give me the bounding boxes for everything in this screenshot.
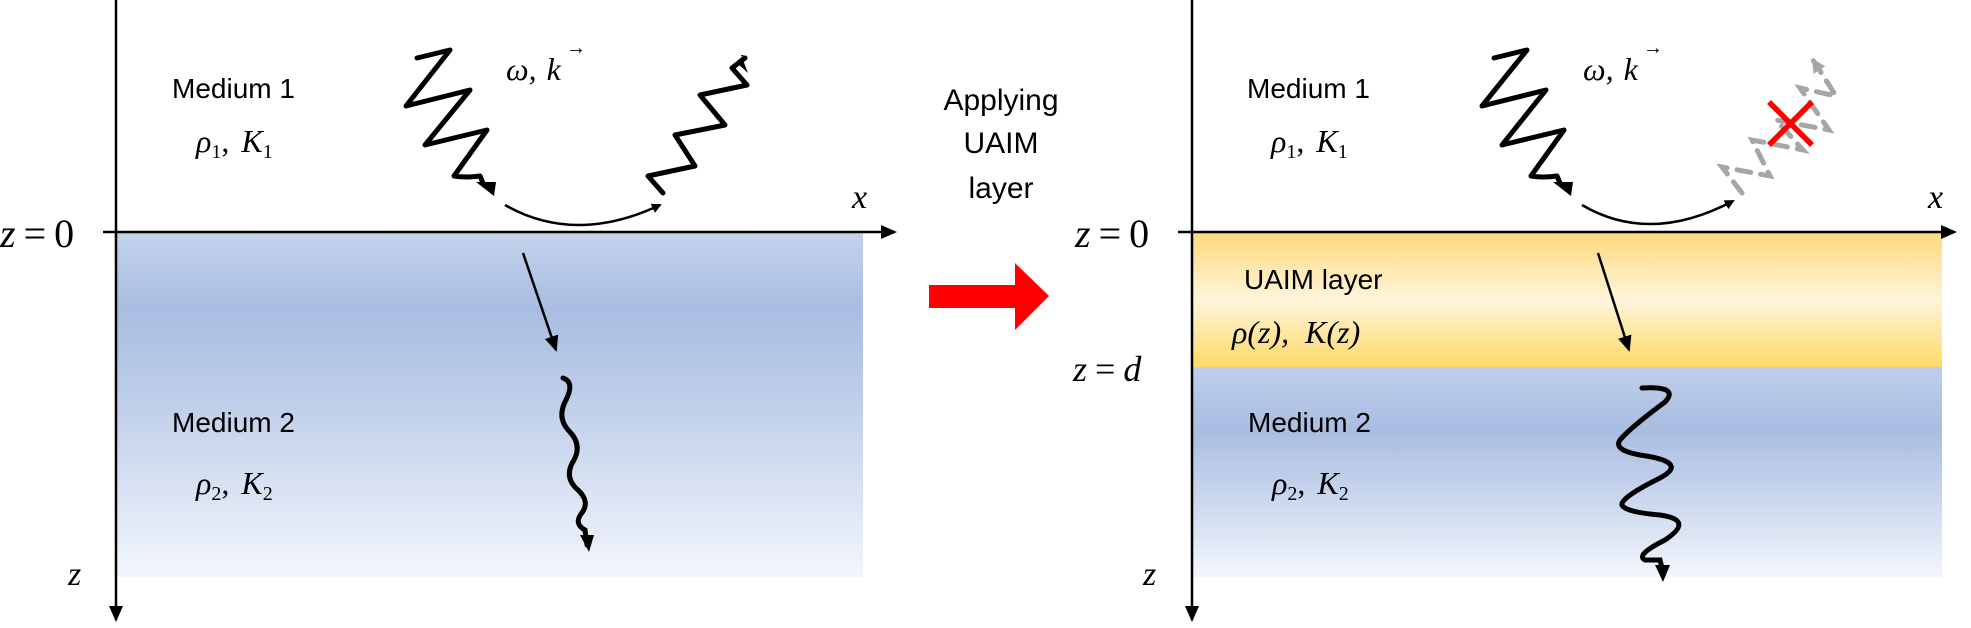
blocked-reflected-wave	[1716, 57, 1842, 196]
left-panel: z=0 x z Medium 1 ρ1,K1 Medium 2 ρ2,K2 ω,…	[0, 0, 897, 622]
transmitted-arrow	[1596, 252, 1632, 352]
uaim-layer-region	[1193, 233, 1942, 367]
uaim-layer-name: UAIM layer	[1244, 264, 1382, 295]
z-axis-label: z	[67, 556, 81, 593]
medium1-props: ρ1,K1	[195, 123, 273, 163]
uaim-layer-props: ρ(z), K(z)	[1231, 314, 1360, 350]
reflection-arc	[1581, 199, 1735, 226]
transition-line-3: layer	[968, 172, 1033, 205]
wave-label: ω,k	[1583, 51, 1639, 87]
incident-wave-arrowhead	[1553, 182, 1573, 196]
k-vector-mark: →	[1643, 37, 1663, 59]
interface-label: z=0	[1074, 211, 1149, 256]
medium2-name: Medium 2	[172, 407, 295, 438]
transition-line-1: Applying	[943, 84, 1058, 117]
transition-arrow-icon	[929, 263, 1049, 330]
transmitted-wave-arrowhead	[580, 535, 594, 552]
transition-line-2: UAIM	[964, 127, 1039, 160]
medium2-props: ρ2,K2	[1271, 465, 1349, 505]
medium2-name: Medium 2	[1248, 407, 1371, 438]
transmitted-arrow	[521, 252, 559, 352]
reflected-wave-arrowhead	[736, 55, 748, 73]
transmitted-wave	[1616, 385, 1682, 571]
medium1-name: Medium 1	[1247, 73, 1370, 104]
reflection-arc	[504, 203, 662, 227]
medium1-name: Medium 1	[172, 73, 295, 104]
x-axis-label: x	[1927, 179, 1943, 216]
reflected-wave	[645, 55, 750, 196]
medium2-props: ρ2,K2	[195, 465, 273, 505]
incident-wave	[403, 47, 490, 186]
layer-bottom-label: z=d	[1072, 349, 1142, 389]
wave-label: ω,k	[506, 51, 562, 87]
medium2-region	[1193, 367, 1942, 577]
incident-wave-arrowhead	[476, 182, 496, 196]
transmitted-wave-arrowhead	[1655, 565, 1670, 582]
transition: Applying UAIM layer	[929, 84, 1059, 330]
right-panel: z=0 z=d x z Medium 1 ρ1,K1 UAIM layer ρ(…	[1072, 0, 1957, 622]
transmitted-wave	[559, 375, 590, 548]
k-vector-mark: →	[566, 37, 586, 59]
x-axis-label: x	[851, 179, 867, 216]
medium1-props: ρ1,K1	[1270, 123, 1348, 163]
z-axis-label: z	[1142, 556, 1156, 593]
incident-wave	[1479, 47, 1567, 186]
interface-label: z=0	[0, 211, 74, 256]
medium2-region	[117, 233, 863, 577]
blocked-x-icon	[1767, 100, 1814, 147]
